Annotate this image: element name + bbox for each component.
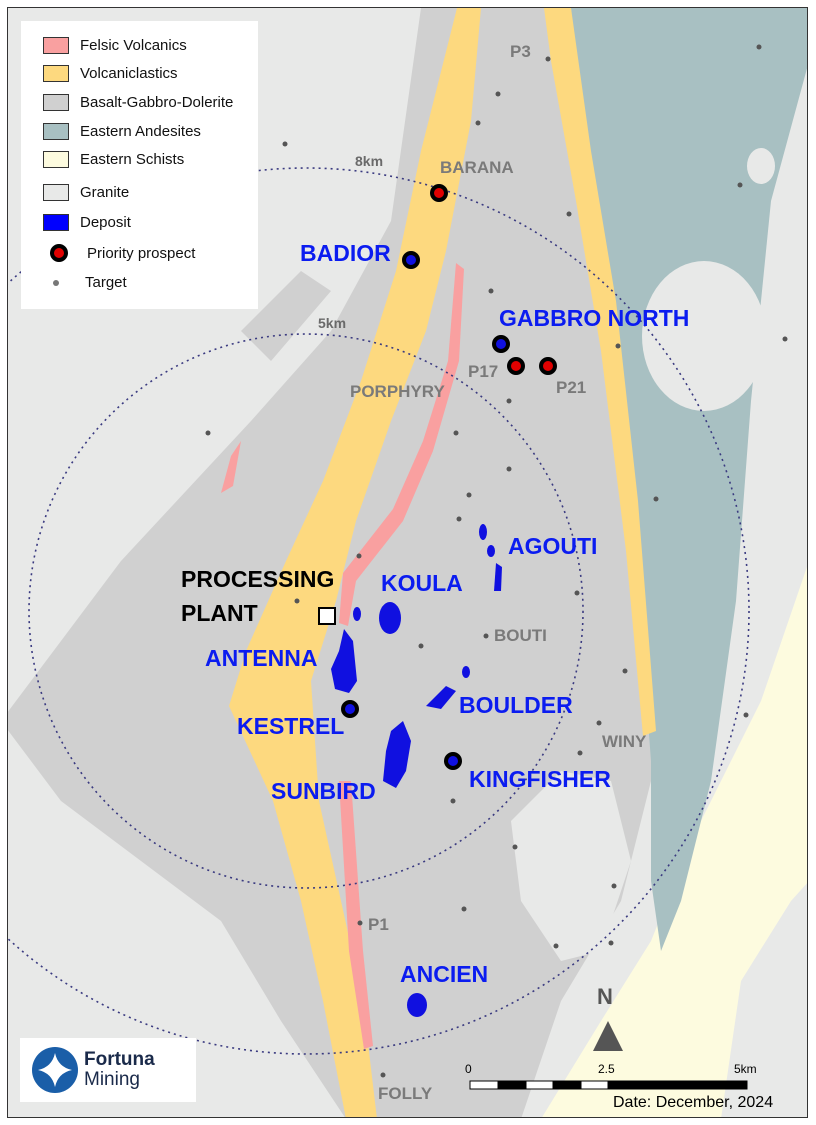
logo-line2: Mining: [84, 1069, 140, 1090]
legend-label: Priority prospect: [87, 244, 196, 262]
prospect-p17-marker: [507, 357, 525, 375]
granite-unit: [511, 771, 631, 961]
radius-5km-circle: [28, 333, 584, 889]
legend-item: Priority prospect: [43, 244, 195, 262]
deposit-agouti: [494, 563, 502, 591]
legend-label: Volcaniclastics: [80, 65, 178, 82]
legend-item: Target: [43, 274, 127, 291]
logo-line1: Fortuna: [84, 1049, 155, 1070]
granite-unit: [721, 883, 807, 1117]
label-agouti: AGOUTI: [508, 533, 598, 559]
deposit-kestrel-marker: [341, 700, 359, 718]
scale-bar: [469, 1080, 748, 1090]
label-p3: P3: [510, 42, 531, 61]
legend-item: Eastern Schists: [43, 151, 184, 168]
label-boulder: BOULDER: [459, 692, 573, 718]
label-p17: P17: [468, 362, 499, 381]
felsic-unit: [339, 781, 373, 1049]
deposit-swatch: [43, 214, 69, 231]
prospect-barana-marker: [430, 184, 448, 202]
legend-label: Granite: [80, 184, 130, 201]
deposit-kingfisher-marker: [444, 752, 462, 770]
deposit-koula-small: [353, 607, 361, 621]
volcaniclastic-unit: [544, 8, 656, 736]
schist-swatch: [43, 151, 69, 168]
legend-label: Eastern Andesites: [80, 123, 201, 140]
deposit-boulder-small: [462, 666, 470, 678]
legend-item: Felsic Volcanics: [43, 37, 187, 54]
legend-label: Basalt-Gabbro-Dolerite: [80, 94, 234, 111]
andesite-swatch: [43, 123, 69, 140]
radius-label-5km: 5km: [318, 315, 347, 331]
label-antenna: ANTENNA: [205, 645, 318, 671]
fortuna-mining-logo: Fortuna Mining: [20, 1038, 196, 1102]
geology-map: [7, 7, 808, 1118]
volcaniclastic-unit: [229, 8, 481, 1117]
label-sunbird: SUNBIRD: [271, 778, 376, 804]
granite-swatch: [43, 184, 69, 201]
legend-item: Basalt-Gabbro-Dolerite: [43, 94, 233, 111]
deposit-koula: [379, 602, 401, 634]
legend-item: Granite: [43, 184, 129, 201]
scale-tick-5km: 5km: [734, 1062, 757, 1076]
felsic-unit: [339, 263, 464, 626]
target-dots: [205, 44, 788, 1078]
label-p1: P1: [368, 915, 389, 934]
label-processing-plant: PROCESSING PLANT: [181, 566, 335, 626]
scale-tick-0: 0: [465, 1062, 472, 1076]
legend: Felsic Volcanics Volcaniclastics Basalt-…: [21, 21, 258, 309]
deposit-ancien: [407, 993, 427, 1017]
radius-8km-circle: [8, 167, 750, 1055]
label-winy: WINY: [602, 732, 647, 751]
legend-item: Volcaniclastics: [43, 65, 178, 82]
label-kestrel: KESTREL: [237, 713, 345, 739]
label-ancien: ANCIEN: [400, 961, 489, 987]
andesite-unit: [571, 8, 807, 951]
deposit-shapes: [331, 524, 502, 1017]
legend-label: Eastern Schists: [80, 151, 185, 168]
granite-unit: [642, 261, 766, 411]
legend-label: Felsic Volcanics: [80, 37, 187, 54]
deposit-agouti: [487, 545, 495, 557]
deposit-gabbro-north-marker: [492, 335, 510, 353]
prospect-p21-marker: [539, 357, 557, 375]
legend-item: Deposit: [43, 214, 131, 231]
label-porphyry: PORPHYRY: [350, 382, 445, 401]
legend-label: Deposit: [80, 214, 131, 231]
radius-label-8km: 8km: [355, 153, 384, 169]
label-bouti: BOUTI: [494, 626, 547, 645]
map-date: Date: December, 2024: [613, 1094, 774, 1111]
deposit-sunbird: [383, 721, 411, 788]
deposit-agouti: [479, 524, 487, 540]
label-folly: FOLLY: [378, 1084, 433, 1103]
label-koula: KOULA: [381, 570, 463, 596]
north-label: N: [597, 984, 613, 1009]
volcaniclastic-swatch: [43, 65, 69, 82]
label-badior: BADIOR: [300, 240, 391, 266]
legend-item: Eastern Andesites: [43, 123, 201, 140]
legend-label: Target: [85, 274, 127, 291]
deposit-badior-marker: [402, 251, 420, 269]
schist-unit: [542, 566, 807, 1117]
basalt-swatch: [43, 94, 69, 111]
priority-prospect-markers: [341, 184, 557, 770]
map-layers: [8, 8, 807, 1117]
processing-plant-marker: [318, 607, 336, 625]
felsic-swatch: [43, 37, 69, 54]
felsic-unit: [221, 441, 241, 493]
priority-prospect-icon: [50, 244, 68, 262]
label-p21: P21: [556, 378, 587, 397]
deposit-antenna: [331, 629, 357, 693]
label-kingfisher: KINGFISHER: [469, 766, 611, 792]
basalt-unit: [241, 271, 331, 361]
logo-mark-icon: [32, 1047, 78, 1093]
label-barana: BARANA: [440, 158, 514, 177]
north-arrow-icon: [593, 1021, 623, 1051]
target-icon: [53, 279, 59, 286]
granite-unit: [747, 148, 775, 184]
deposit-boulder: [426, 686, 456, 709]
scale-tick-2-5: 2.5: [598, 1062, 615, 1076]
label-gabbro-north: GABBRO NORTH: [499, 305, 690, 331]
